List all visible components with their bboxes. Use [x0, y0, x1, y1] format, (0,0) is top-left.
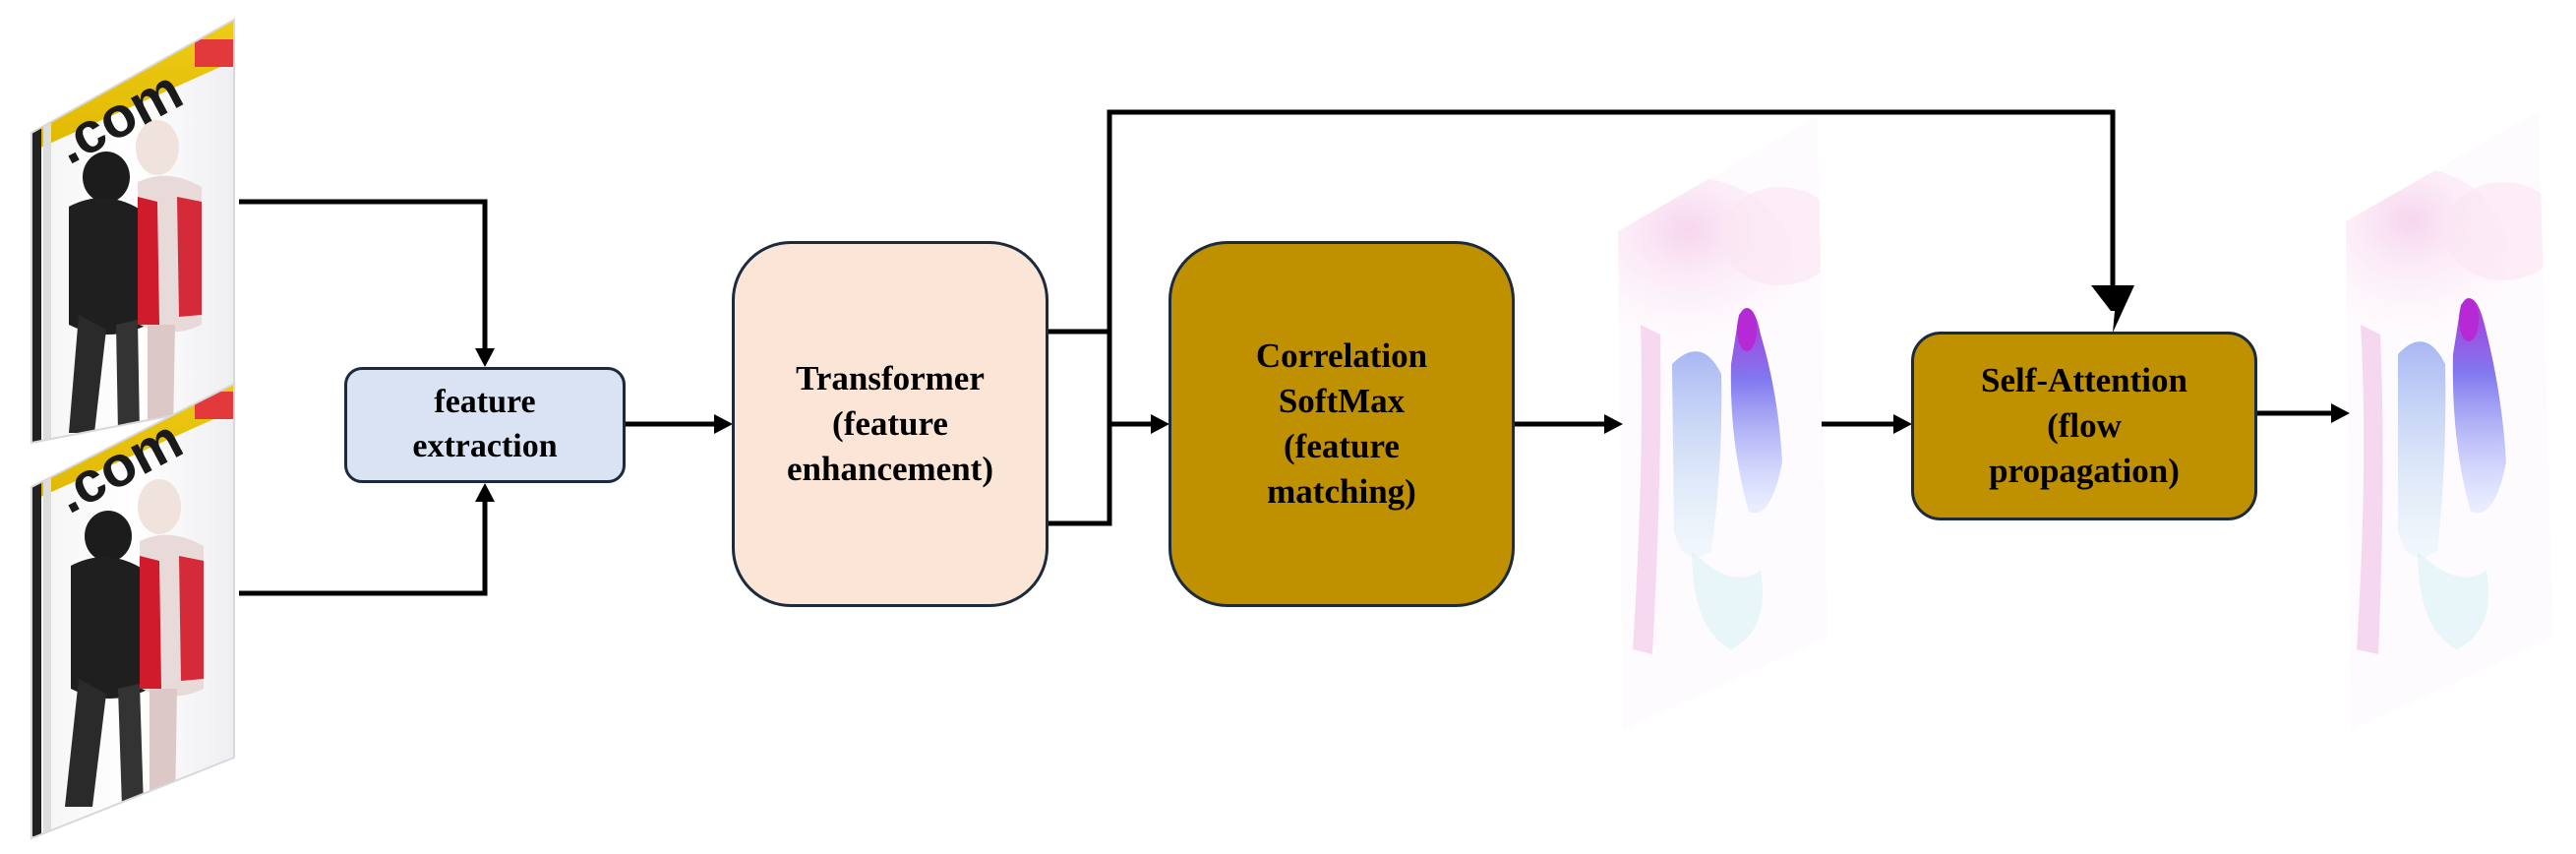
feature-extraction-label: feature extraction — [412, 384, 558, 464]
edge-transformer-to-self-attention — [1107, 109, 2116, 332]
arrowheads — [475, 285, 2350, 502]
arrowhead-into-correlation — [1151, 414, 1169, 434]
feature-extraction-box: feature extraction — [344, 367, 626, 483]
flow-map-refined — [2346, 111, 2553, 730]
edge-frame1-to-feature-extraction — [239, 199, 488, 350]
arrowhead-down-feature-extraction — [475, 348, 495, 367]
arrowhead-into-refined-flow — [2331, 403, 2350, 423]
connectors — [239, 109, 2333, 596]
edge-frame2-to-feature-extraction — [239, 500, 488, 596]
edge-transformer-upper — [1048, 329, 1112, 526]
transformer-box: Transformer (feature enhancement) — [732, 241, 1048, 607]
arrowhead-into-transformer — [714, 414, 733, 434]
self-attention-box: Self-Attention (flow propagation) — [1911, 332, 2257, 520]
video-frame-1: .com — [31, 20, 234, 443]
arrowhead-into-self-attention — [2091, 285, 2134, 333]
correlation-softmax-box: Correlation SoftMax (feature matching) — [1168, 241, 1515, 607]
transformer-label: Transformer (feature enhancement) — [787, 358, 993, 489]
correlation-softmax-label: Correlation SoftMax (feature matching) — [1255, 336, 1428, 512]
arrowhead-into-self-attention-left — [1893, 414, 1912, 434]
arrowhead-into-flow — [1604, 414, 1623, 434]
self-attention-label: Self-Attention (flow propagation) — [1981, 360, 2187, 491]
arrowhead-up-feature-extraction — [475, 483, 495, 502]
